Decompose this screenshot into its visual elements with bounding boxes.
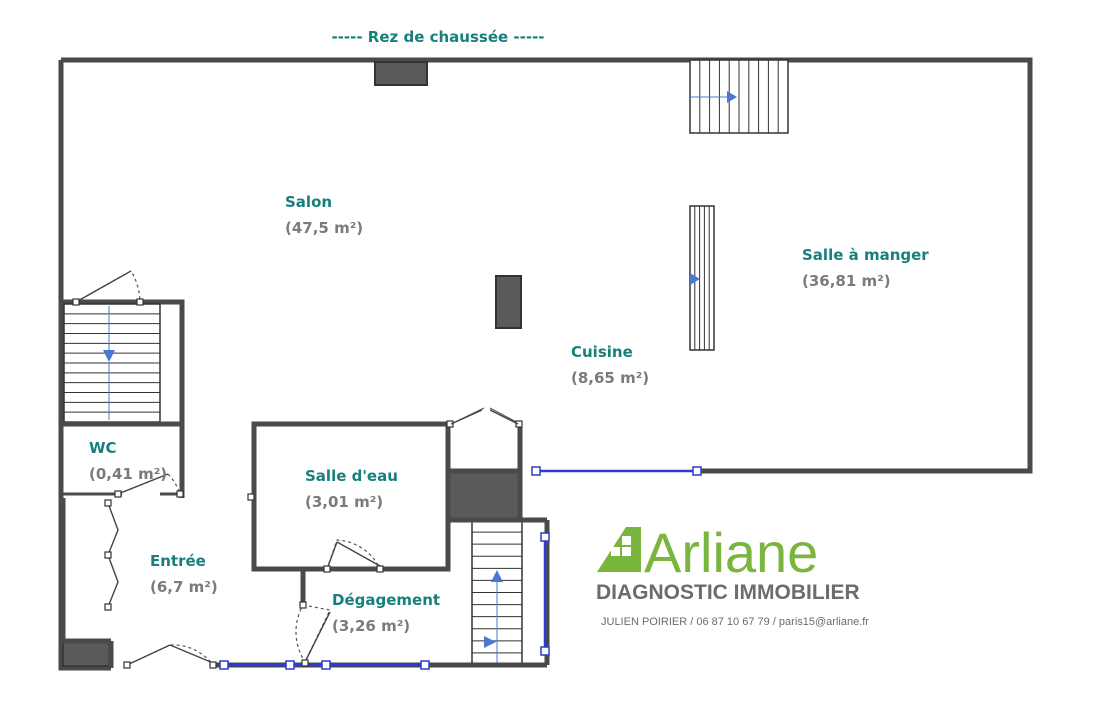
outer-walls (58, 57, 1033, 671)
room-name: WC (89, 439, 117, 457)
bottom-staircase (471, 519, 523, 666)
room-area: (36,81 m²) (802, 272, 891, 290)
top-staircase (689, 59, 789, 134)
room-name: Cuisine (571, 343, 633, 361)
middle-staircase (689, 205, 715, 351)
room-area: (6,7 m²) (150, 578, 218, 596)
room-area: (8,65 m²) (571, 369, 649, 387)
room-name: Dégagement (332, 591, 440, 609)
room-area: (47,5 m²) (285, 219, 363, 237)
house-icon (597, 527, 641, 572)
left-staircase (61, 299, 185, 498)
floor-title: ----- Rez de chaussée ----- (331, 28, 544, 46)
room-cuisine: Cuisine (8,65 m²) (571, 343, 649, 387)
room-wc: WC (0,41 m²) (89, 439, 167, 483)
brand-logo: Arliane DIAGNOSTIC IMMOBILIER JULIEN POI… (596, 521, 869, 628)
room-area: (3,26 m²) (332, 617, 410, 635)
room-name: Salle d'eau (305, 467, 398, 485)
room-name: Salon (285, 193, 332, 211)
brand-tagline: DIAGNOSTIC IMMOBILIER (596, 581, 860, 604)
corner-block (62, 640, 110, 667)
room-name: Entrée (150, 552, 206, 570)
room-salle-deau: Salle d'eau (3,01 m²) (305, 467, 398, 511)
room-entree: Entrée (6,7 m²) (150, 552, 218, 596)
brand-contact: JULIEN POIRIER / 06 87 10 67 79 / paris1… (601, 616, 869, 628)
brand-name: Arliane (644, 521, 818, 584)
doors (72, 270, 523, 669)
room-salon: Salon (47,5 m²) (285, 193, 363, 237)
duct-block (447, 471, 521, 521)
windows (219, 466, 702, 670)
room-area: (0,41 m²) (89, 465, 167, 483)
pillar-block (495, 275, 522, 329)
room-name: Salle à manger (802, 246, 929, 264)
room-salle-a-manger: Salle à manger (36,81 m²) (802, 246, 929, 290)
room-area: (3,01 m²) (305, 493, 383, 511)
room-degagement: Dégagement (3,26 m²) (332, 591, 440, 635)
chimney-block (374, 61, 428, 86)
